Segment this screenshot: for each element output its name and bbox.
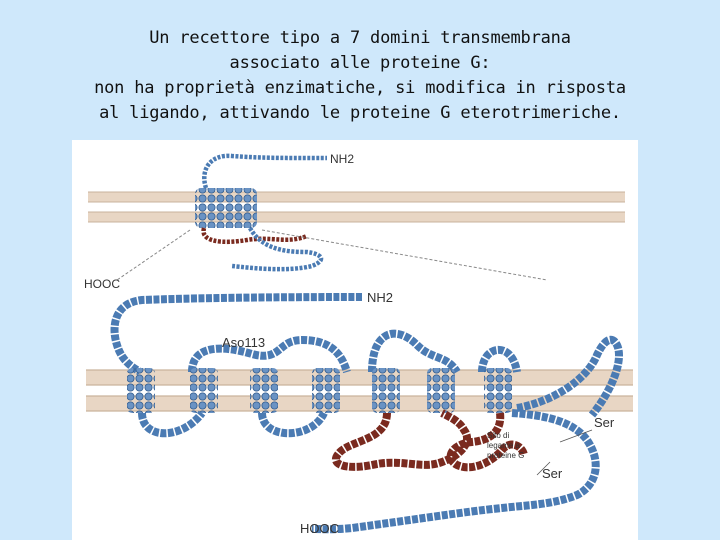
ser-bottom-pointer <box>536 461 551 476</box>
tm-helix-6 <box>427 368 455 413</box>
large-nterm-chain <box>110 293 363 376</box>
binding-site-line-2: legame a <box>487 441 520 450</box>
intracellular-loop-1 <box>138 410 206 438</box>
binding-site-line-3: proteine G <box>487 451 524 460</box>
zoom-line-left <box>116 229 191 281</box>
ser-top-pointer <box>559 429 593 443</box>
receptor-diagram: NH2 HOOC <box>72 140 638 540</box>
ser-top-label: Ser <box>594 415 615 430</box>
receptor-diagram-svg: NH2 HOOC <box>84 152 633 536</box>
title-line-1: Un recettore tipo a 7 domini transmembra… <box>149 28 571 48</box>
aso113-label: Aso113 <box>222 335 265 350</box>
large-nh2-label: NH2 <box>367 290 393 305</box>
small-membrane <box>88 191 625 223</box>
extracellular-loop-1 <box>188 335 351 374</box>
small-cterm-chain <box>231 226 324 272</box>
tm-helix-7 <box>484 368 512 413</box>
small-helix-bundle <box>195 188 257 228</box>
extracellular-loop-2 <box>368 329 461 375</box>
small-hooc-label: HOOC <box>84 277 120 291</box>
ser-bottom-label: Ser <box>542 466 563 481</box>
large-receptor: NH2 Aso113 Ser Sito di legame a proteine… <box>86 290 633 536</box>
binding-site-line-1: Sito di <box>487 431 509 440</box>
cterm-upper-loop <box>516 335 623 418</box>
cterm-blue-tail <box>311 409 600 534</box>
large-membrane <box>86 369 633 412</box>
intracellular-loop-3-red <box>332 409 471 471</box>
zoom-line-right <box>261 229 548 281</box>
large-hooc-label: HOOC <box>300 521 339 536</box>
intracellular-loop-2 <box>258 410 328 438</box>
tm-helix-5 <box>372 368 400 413</box>
small-nterm-chain <box>202 153 328 189</box>
cterm-red-segment <box>446 412 528 472</box>
tm-helix-2 <box>190 368 218 413</box>
tm-helix-1 <box>127 368 155 413</box>
title-line-3: non ha proprietà enzimatiche, si modific… <box>94 78 626 98</box>
title-line-2: associato alle proteine G: <box>229 53 491 73</box>
title-line-4: al ligando, attivando le proteine G eter… <box>99 103 621 123</box>
small-red-loop <box>201 227 308 245</box>
tm-helix-3 <box>250 368 278 413</box>
small-nh2-label: NH2 <box>330 152 354 166</box>
extracellular-loop-3 <box>478 345 521 373</box>
tm-helix-4 <box>312 368 340 413</box>
slide-title: Un recettore tipo a 7 domini transmembra… <box>20 26 700 126</box>
small-receptor: NH2 HOOC <box>84 152 625 291</box>
